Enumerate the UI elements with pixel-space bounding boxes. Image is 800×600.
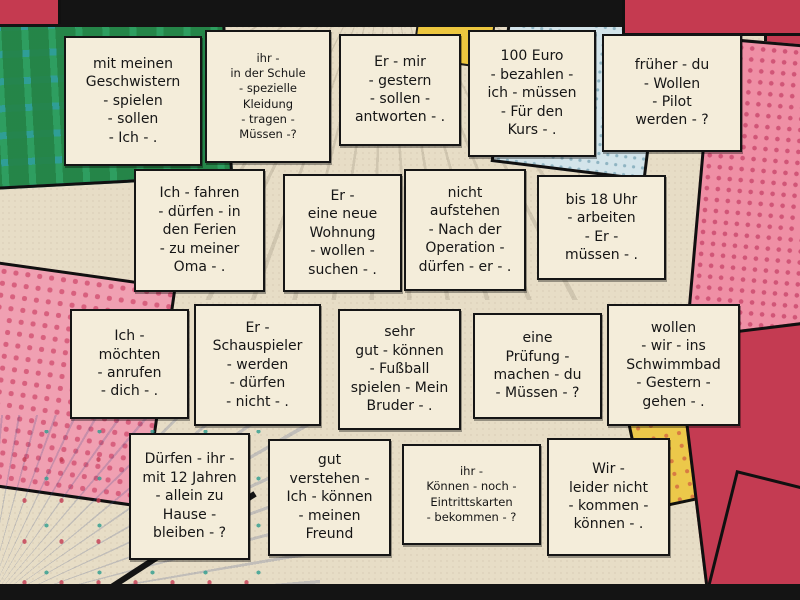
word-card-text: Ich - möchten - anrufen - dich - .	[97, 328, 162, 400]
word-card-text: Wir - leider nicht - kommen - können - .	[568, 461, 649, 533]
word-card-text: Ich - fahren - dürfen - in den Ferien - …	[158, 185, 241, 276]
word-card-text: Dürfen - ihr - mit 12 Jahren - allein zu…	[142, 451, 237, 542]
word-card-text: Er - eine neue Wohnung - wollen - suchen…	[307, 187, 378, 278]
red-corner-top-right-decoration	[622, 0, 800, 36]
word-card-text: Er - Schauspieler - werden - dürfen - ni…	[212, 319, 303, 410]
word-card[interactable]: nicht aufstehen - Nach der Operation - d…	[404, 169, 526, 291]
word-card[interactable]: Wir - leider nicht - kommen - können - .	[547, 438, 670, 556]
word-card-text: mit meinen Geschwistern - spielen - soll…	[85, 55, 181, 146]
word-card[interactable]: Er - Schauspieler - werden - dürfen - ni…	[194, 304, 321, 426]
word-card[interactable]: ihr - Können - noch - Eintrittskarten - …	[402, 444, 541, 545]
word-card-text: 100 Euro - bezahlen - ich - müssen - Für…	[487, 48, 577, 139]
word-card-text: sehr gut - können - Fußball spielen - Me…	[350, 324, 449, 415]
word-card[interactable]: Ich - fahren - dürfen - in den Ferien - …	[134, 169, 265, 292]
word-card-text: ihr - Können - noch - Eintrittskarten - …	[426, 464, 517, 524]
bottom-black-bar-decoration	[0, 584, 800, 600]
word-card-text: bis 18 Uhr - arbeiten - Er - müssen - .	[565, 191, 638, 263]
word-card[interactable]: Er - mir - gestern - sollen - antworten …	[339, 34, 461, 146]
word-card-text: ihr - in der Schule - spezielle Kleidung…	[230, 50, 306, 141]
word-card[interactable]: gut verstehen - Ich - können - meinen Fr…	[268, 439, 391, 556]
word-card[interactable]: eine Prüfung - machen - du - Müssen - ?	[473, 313, 602, 419]
word-card[interactable]: wollen - wir - ins Schwimmbad - Gestern …	[607, 304, 740, 426]
word-card[interactable]: Dürfen - ihr - mit 12 Jahren - allein zu…	[129, 433, 250, 560]
word-card[interactable]: 100 Euro - bezahlen - ich - müssen - Für…	[468, 30, 596, 157]
word-card-text: wollen - wir - ins Schwimmbad - Gestern …	[626, 319, 721, 410]
word-card[interactable]: bis 18 Uhr - arbeiten - Er - müssen - .	[537, 175, 666, 280]
word-card-text: früher - du - Wollen - Pilot werden - ?	[634, 57, 710, 129]
word-card[interactable]: mit meinen Geschwistern - spielen - soll…	[64, 36, 202, 166]
word-card-text: gut verstehen - Ich - können - meinen Fr…	[286, 452, 373, 543]
word-card[interactable]: Ich - möchten - anrufen - dich - .	[70, 309, 189, 419]
word-card-text: nicht aufstehen - Nach der Operation - d…	[418, 184, 512, 275]
word-card-text: Er - mir - gestern - sollen - antworten …	[354, 54, 446, 126]
word-card[interactable]: Er - eine neue Wohnung - wollen - suchen…	[283, 174, 402, 292]
word-card-text: eine Prüfung - machen - du - Müssen - ?	[493, 330, 582, 402]
red-corner-top-left-decoration	[0, 0, 61, 24]
word-card[interactable]: früher - du - Wollen - Pilot werden - ?	[602, 34, 742, 152]
word-card[interactable]: sehr gut - können - Fußball spielen - Me…	[338, 309, 461, 430]
word-card[interactable]: ihr - in der Schule - spezielle Kleidung…	[205, 30, 331, 163]
